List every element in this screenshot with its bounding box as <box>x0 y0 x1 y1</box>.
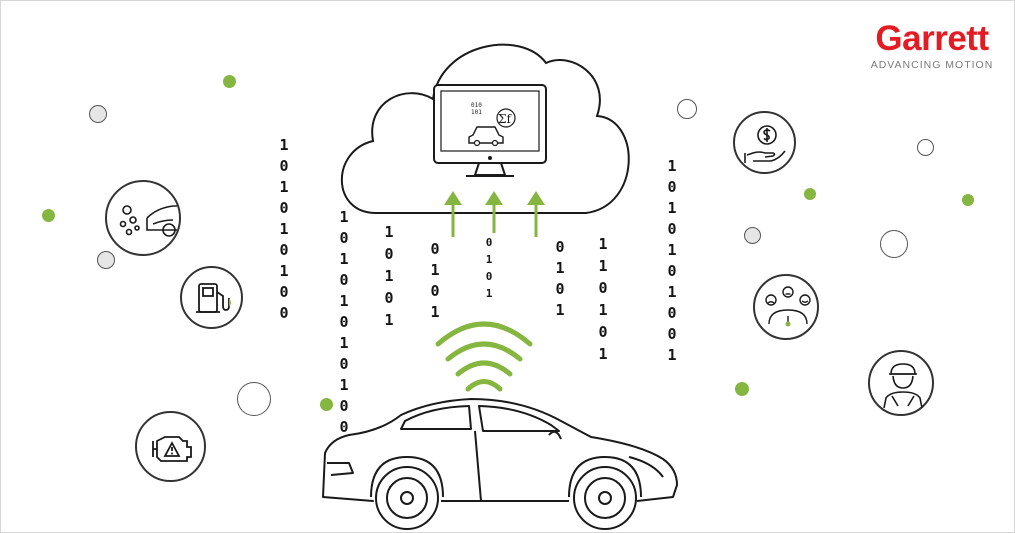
garrett-logo: Garrett ADVANCING MOTION <box>859 19 1005 72</box>
binary-digit: 1 <box>667 199 677 217</box>
upload-arrows <box>444 191 545 237</box>
binary-digit: 1 <box>384 267 394 285</box>
binary-digit: 0 <box>667 304 677 322</box>
green-dot <box>804 188 816 200</box>
dollar-hand-circle <box>733 111 796 174</box>
binary-digit: 1 <box>339 208 349 226</box>
binary-digit: 1 <box>598 345 608 363</box>
mechanic-icon <box>883 363 923 409</box>
monitor-bits-text: 010 <box>471 102 482 109</box>
green-dot <box>42 209 55 222</box>
engine-exhaust-icon <box>119 205 177 237</box>
binary-digit: 0 <box>279 241 289 259</box>
binary-digit: 1 <box>339 292 349 310</box>
binary-digit: 1 <box>384 311 394 329</box>
binary-stream-4: 0 1 0 1 <box>425 239 445 323</box>
engine-exhaust-circle <box>105 180 181 256</box>
binary-digit: 0 <box>555 238 565 256</box>
monitor-icon <box>433 84 547 177</box>
binary-digit: 1 <box>598 301 608 319</box>
fuel-pump-circle <box>180 266 243 329</box>
binary-digit: 0 <box>279 283 289 301</box>
monitor-bits-text: 101 <box>471 109 482 116</box>
binary-digit: 1 <box>339 250 349 268</box>
binary-digit: 0 <box>598 323 608 341</box>
wifi-signal-icon <box>435 321 533 392</box>
binary-digit: 1 <box>667 283 677 301</box>
dollar-hand-icon <box>744 125 786 163</box>
fuel-pump-icon <box>196 283 231 313</box>
binary-digit: 0 <box>339 418 349 436</box>
binary-stream-2: 1 0 1 0 1 0 1 0 1 0 0 <box>334 207 354 438</box>
binary-digit: 0 <box>667 220 677 238</box>
ring-dot <box>917 139 934 156</box>
binary-digit: 0 <box>430 282 440 300</box>
monitor-formula-text: Σf <box>498 112 512 126</box>
driver-mood-gauge-icon <box>765 286 811 327</box>
grey-dot <box>744 227 761 244</box>
driver-mood-circle <box>753 274 819 340</box>
binary-digit: 0 <box>339 355 349 373</box>
binary-digit: 1 <box>279 262 289 280</box>
binary-digit: 0 <box>279 199 289 217</box>
grey-dot <box>97 251 115 269</box>
binary-digit: 1 <box>279 136 289 154</box>
binary-digit: 0 <box>598 279 608 297</box>
binary-digit: 1 <box>339 376 349 394</box>
binary-digit: 0 <box>339 229 349 247</box>
binary-digit: 1 <box>430 303 440 321</box>
binary-digit: 0 <box>339 397 349 415</box>
binary-stream-3: 1 0 1 0 1 <box>379 221 399 331</box>
binary-digit: 0 <box>339 313 349 331</box>
binary-digit: 1 <box>485 253 493 266</box>
binary-digit: 1 <box>430 261 440 279</box>
binary-stream-1: 1 0 1 0 1 0 1 0 0 <box>274 135 294 324</box>
grey-dot <box>89 105 107 123</box>
binary-digit: 0 <box>339 271 349 289</box>
check-engine-icon <box>152 436 192 462</box>
binary-digit: 1 <box>279 220 289 238</box>
binary-stream-7: 1 1 0 1 0 1 <box>593 233 613 365</box>
binary-digit: 1 <box>667 346 677 364</box>
car-icon <box>322 398 678 530</box>
binary-digit: 1 <box>667 157 677 175</box>
binary-digit: 0 <box>430 240 440 258</box>
binary-digit: 1 <box>555 301 565 319</box>
monitor-car-icon <box>468 126 504 144</box>
binary-stream-8: 1 0 1 0 1 0 1 0 0 1 <box>662 156 682 366</box>
binary-stream-5: 0 1 0 1 <box>479 234 499 302</box>
binary-digit: 0 <box>555 280 565 298</box>
green-dot <box>735 382 749 396</box>
binary-digit: 0 <box>279 157 289 175</box>
binary-digit: 0 <box>667 178 677 196</box>
binary-digit: 0 <box>667 262 677 280</box>
binary-digit: 0 <box>384 289 394 307</box>
mechanic-circle <box>868 350 934 416</box>
green-dot <box>320 398 333 411</box>
binary-digit: 1 <box>667 241 677 259</box>
binary-digit: 0 <box>485 270 493 283</box>
check-engine-circle <box>135 411 206 482</box>
binary-digit: 0 <box>485 236 493 249</box>
binary-digit: 0 <box>384 245 394 263</box>
binary-digit: 1 <box>384 223 394 241</box>
green-dot <box>962 194 974 206</box>
binary-digit: 0 <box>279 304 289 322</box>
binary-digit: 1 <box>598 257 608 275</box>
logo-tagline: ADVANCING MOTION <box>870 59 994 71</box>
binary-digit: 1 <box>555 259 565 277</box>
binary-stream-6: 0 1 0 1 <box>550 237 570 321</box>
logo-wordmark: Garrett <box>875 19 989 58</box>
ring-dot <box>677 99 697 119</box>
binary-digit: 1 <box>339 334 349 352</box>
binary-digit: 1 <box>279 178 289 196</box>
binary-digit: 1 <box>485 287 493 300</box>
binary-digit: 1 <box>598 235 608 253</box>
green-dot <box>223 75 236 88</box>
ring-dot <box>237 382 271 416</box>
ring-dot <box>880 230 908 258</box>
binary-digit: 0 <box>667 325 677 343</box>
